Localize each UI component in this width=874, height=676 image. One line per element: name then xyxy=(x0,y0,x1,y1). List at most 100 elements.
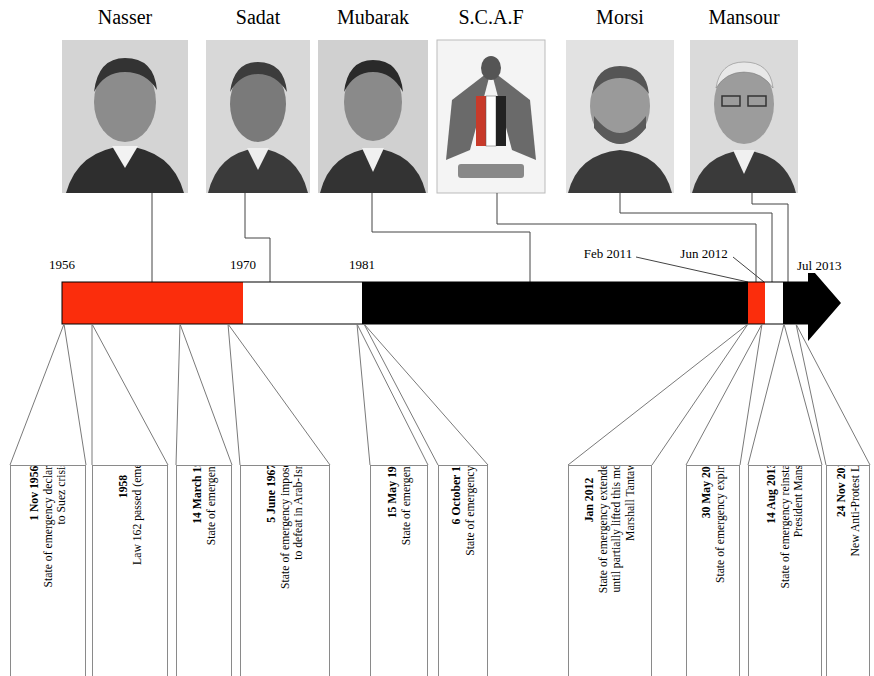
year-label: 1981 xyxy=(348,257,376,272)
leader-line xyxy=(733,257,764,282)
bar-segment xyxy=(62,282,243,324)
year-label: 1956 xyxy=(48,257,76,272)
bar-segment xyxy=(362,282,748,324)
portrait-hair xyxy=(94,58,157,92)
portrait-image xyxy=(206,40,310,193)
portrait-collar xyxy=(362,148,384,172)
event-description: State of emergency extended repeatedly u… xyxy=(597,465,638,599)
leader-line xyxy=(372,193,530,282)
event-leaders xyxy=(10,324,870,465)
leader-line xyxy=(568,324,748,465)
portrait-ground xyxy=(690,40,798,193)
leader-line xyxy=(152,193,153,282)
year-label: Jun 2012 xyxy=(679,246,728,261)
bar-segment xyxy=(765,282,783,324)
rotated-text: 14 March 1964State of emergency lifted xyxy=(191,465,218,586)
emblem-wing xyxy=(446,70,491,160)
person-name: Sadat xyxy=(206,0,310,29)
event-description: State of emergency expires after 31 year… xyxy=(713,465,727,586)
portrait-ground xyxy=(62,40,188,193)
leader-line xyxy=(176,324,232,465)
rotated-text: 1958Law 162 passed (emergency law) xyxy=(117,465,144,586)
event-date: 5 June 1967 xyxy=(265,465,279,592)
portrait-hair xyxy=(344,60,403,92)
event-box: 15 May 1980State of emergency lifted xyxy=(370,465,428,676)
portrait-ground xyxy=(566,40,674,193)
rotated-text: 1 Nov 1956State of emergency declared in… xyxy=(28,465,69,592)
leader-line xyxy=(364,324,488,465)
event-box: 1958Law 162 passed (emergency law) xyxy=(92,465,168,676)
portrait-leaders xyxy=(152,193,788,282)
leader-line xyxy=(92,324,168,465)
year-label: 1970 xyxy=(229,257,257,272)
emblem-stripe xyxy=(486,96,496,146)
event-box: 6 October 1981State of emergency reinsta… xyxy=(438,465,488,676)
leader-line xyxy=(357,324,428,465)
portrait-image xyxy=(690,40,798,193)
portrait-hair xyxy=(592,66,649,94)
event-description: State of emergency imposed, in response … xyxy=(278,465,305,592)
leader-line xyxy=(686,324,762,465)
emblem-wing xyxy=(491,70,536,160)
portrait-node: S.C.A.F xyxy=(437,0,545,193)
portrait-image xyxy=(566,40,674,193)
rotated-text: 15 May 1980State of emergency lifted xyxy=(386,465,413,586)
event-box: 14 March 1964State of emergency lifted xyxy=(176,465,232,676)
bar-segment xyxy=(243,282,362,324)
portrait-hair xyxy=(716,62,773,88)
leader-line xyxy=(10,324,86,465)
event-date: 15 May 1980 xyxy=(386,465,400,586)
event-box: Jan 2012State of emergency extended repe… xyxy=(568,465,652,676)
emblem-scroll xyxy=(458,164,524,178)
event-box: 14 Aug 2013State of emergency reinstated… xyxy=(748,465,822,676)
rotated-text: 24 Nov 2013New Anti-Protest Law Passed xyxy=(835,465,862,586)
bar-outline xyxy=(62,282,808,324)
event-date: Jan 2012 xyxy=(583,465,597,599)
emblem-image xyxy=(437,40,545,193)
leader-line xyxy=(620,193,772,282)
portrait-shoulders xyxy=(66,146,184,193)
person-name: Mansour xyxy=(690,0,798,29)
rotated-text: 5 June 1967State of emergency imposed, i… xyxy=(265,465,306,592)
portrait-node: Mubarak xyxy=(318,0,428,193)
leader-line xyxy=(228,324,330,465)
rotated-text: 6 October 1981State of emergency reinsta… xyxy=(450,465,477,586)
person-name: Mubarak xyxy=(318,0,428,29)
portrait-node: Sadat xyxy=(206,0,310,193)
event-description: Law 162 passed (emergency law) xyxy=(130,465,144,586)
rotated-text: Jan 2012State of emergency extended repe… xyxy=(583,465,637,599)
rotated-text: 14 Aug 2013State of emergency reinstated… xyxy=(765,465,806,592)
timeline-bar xyxy=(62,265,841,341)
portrait-shoulders xyxy=(568,150,672,193)
portrait-glasses xyxy=(748,96,766,106)
leader-line xyxy=(497,193,756,282)
portrait-shoulders xyxy=(692,150,796,193)
event-box: 5 June 1967State of emergency imposed, i… xyxy=(240,465,330,676)
event-description: State of emergency lifted xyxy=(204,465,218,586)
portrait-shoulders xyxy=(320,148,426,193)
event-description: State of emergency lifted xyxy=(399,465,413,586)
portrait-node: Nasser xyxy=(62,0,188,193)
portrait-image xyxy=(62,40,188,193)
event-date: 6 October 1981 xyxy=(450,465,464,586)
emblem-head xyxy=(481,56,501,80)
event-date: 14 Aug 2013 xyxy=(765,465,779,592)
portrait-ground xyxy=(318,40,428,193)
event-box: 1 Nov 1956State of emergency declared in… xyxy=(10,465,86,676)
event-date: 1 Nov 1956 xyxy=(28,465,42,592)
rotated-text: 30 May 2012State of emergency expires af… xyxy=(700,465,727,586)
person-name: S.C.A.F xyxy=(437,0,545,29)
bar-segment xyxy=(748,282,765,324)
event-date: 14 March 1964 xyxy=(191,465,205,586)
bar-arrow xyxy=(783,265,841,341)
portrait-collar xyxy=(112,146,138,168)
portrait-collar xyxy=(733,150,755,174)
event-box: 30 May 2012State of emergency expires af… xyxy=(686,465,740,676)
person-name: Morsi xyxy=(566,0,674,29)
portrait-node: Morsi xyxy=(566,0,674,193)
year-label: Feb 2011 xyxy=(583,246,633,261)
event-date: 24 Nov 2013 xyxy=(835,465,849,586)
portrait-shoulders xyxy=(208,148,308,193)
person-name: Nasser xyxy=(62,0,188,29)
